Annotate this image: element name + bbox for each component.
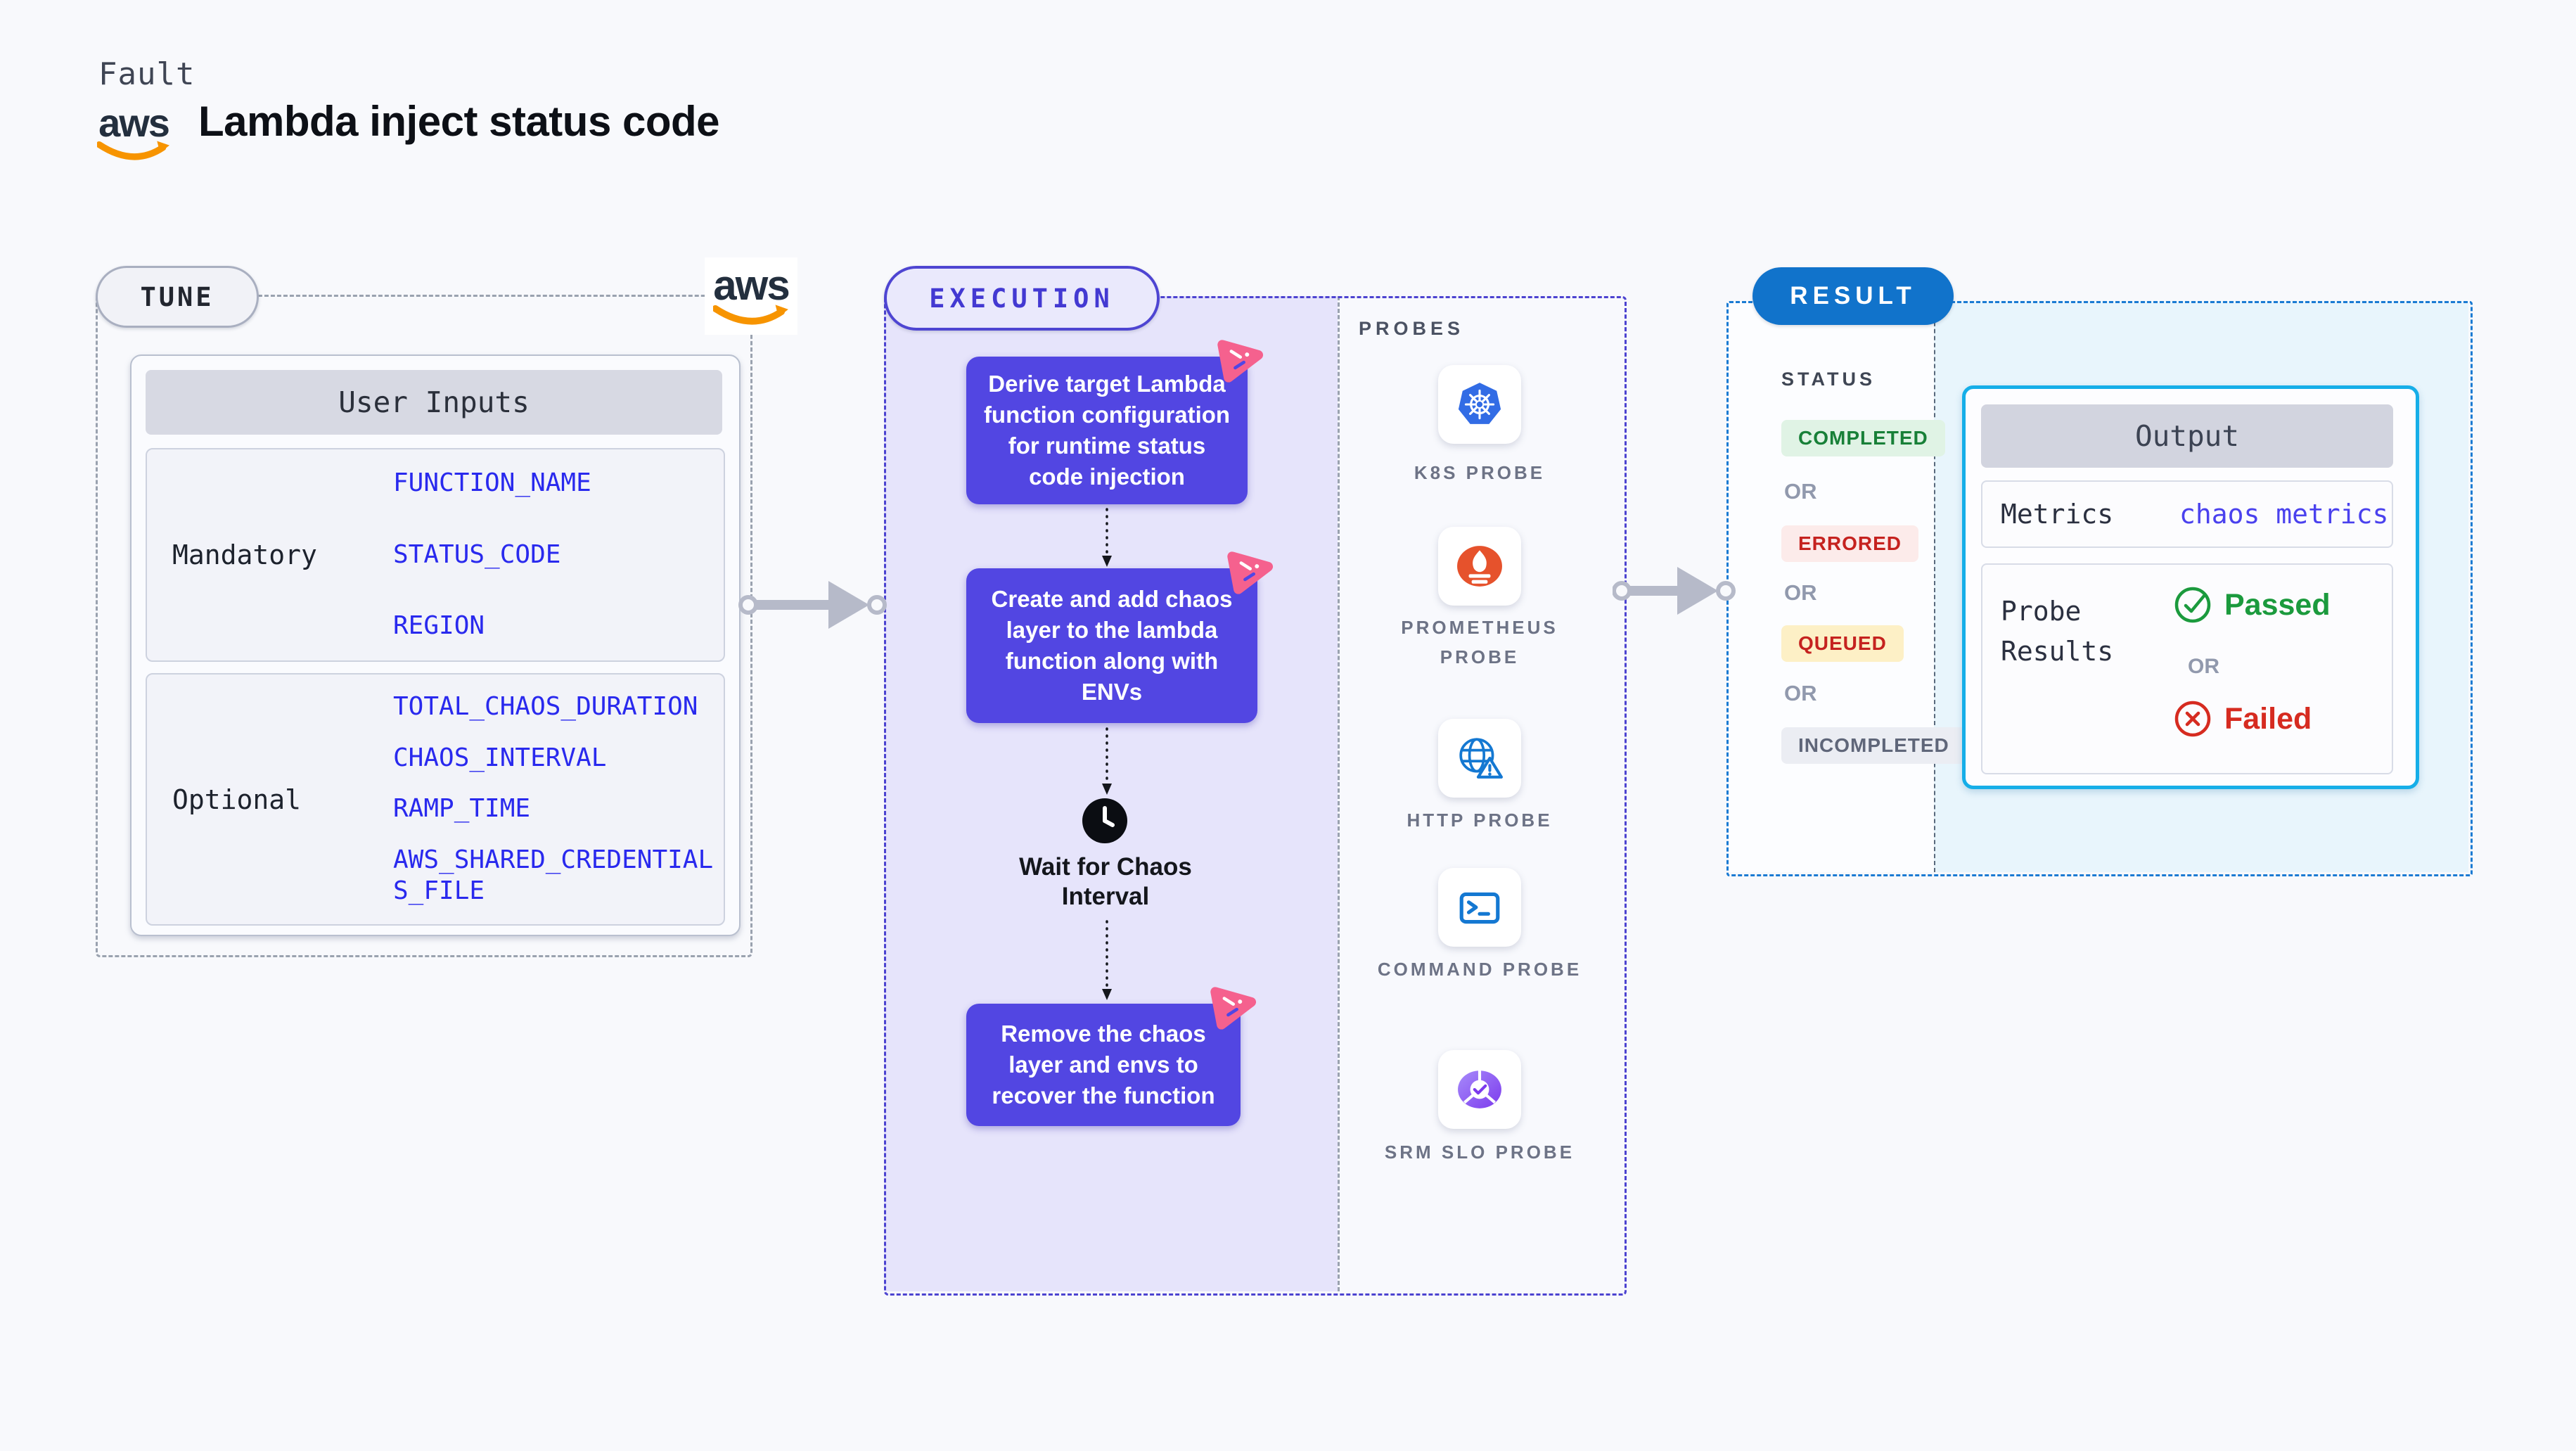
field-total-chaos-duration: TOTAL_CHAOS_DURATION (393, 691, 698, 721)
mandatory-fields: FUNCTION_NAME STATUS_CODE REGION (393, 449, 724, 660)
or-label: OR (2188, 655, 2219, 678)
failed-label: Failed (2224, 701, 2312, 736)
probe-results-label: Probe Results (2001, 596, 2114, 667)
tune-aws-logo: aws (705, 257, 797, 335)
wait-for-chaos-interval-label: Wait for Chaos Interval (1019, 853, 1192, 910)
status-title: STATUS (1781, 369, 1876, 390)
check-circle-icon (2174, 587, 2211, 623)
or-label: OR (1784, 681, 1817, 705)
step-label: Remove the chaos layer and envs to recov… (992, 1021, 1215, 1108)
aws-logo-text: aws (713, 261, 790, 309)
mandatory-label: Mandatory (172, 539, 317, 570)
fault-kicker: Fault (98, 56, 196, 92)
probes-title: PROBES (1359, 318, 1465, 339)
user-inputs-title: User Inputs (146, 370, 722, 435)
user-inputs-card: User Inputs Mandatory FUNCTION_NAME STAT… (130, 354, 741, 936)
srm-slo-probe-card (1438, 1050, 1521, 1129)
command-probe-label: COMMAND PROBE (1377, 959, 1582, 980)
k8s-probe-card (1438, 365, 1521, 444)
tune-to-execution-arrow-icon (738, 581, 887, 629)
status-badge-completed: COMPLETED (1781, 420, 1945, 456)
output-card: Output Metrics chaos metrics Probe Resul… (1962, 385, 2419, 789)
metrics-row: Metrics chaos metrics (1981, 480, 2393, 548)
status-panel (1726, 301, 1934, 872)
page-title: Lambda inject status code (198, 98, 720, 145)
output-title: Output (1981, 404, 2393, 468)
x-circle-icon (2174, 701, 2211, 737)
litmus-logo-icon (1210, 987, 1257, 1030)
or-label: OR (1784, 479, 1817, 504)
tune-badge: TUNE (96, 266, 259, 328)
prometheus-icon (1457, 546, 1502, 587)
k8s-probe-label: K8S PROBE (1414, 462, 1546, 483)
clock-icon (1082, 798, 1127, 843)
step-remove-chaos-layer: Remove the chaos layer and envs to recov… (966, 987, 1257, 1126)
k8s-icon (1458, 383, 1501, 424)
step-create-chaos-layer: Create and add chaos layer to the lambda… (966, 551, 1274, 723)
command-icon (1459, 892, 1500, 924)
command-probe-card (1438, 868, 1521, 947)
chaos-metrics-link[interactable]: chaos metrics (2179, 499, 2389, 530)
prometheus-probe-card (1438, 527, 1521, 606)
optional-row: Optional TOTAL_CHAOS_DURATION CHAOS_INTE… (146, 673, 725, 926)
execution-to-result-arrow-icon (1613, 567, 1736, 615)
field-ramp-time: RAMP_TIME (393, 794, 531, 824)
aws-smile-icon (713, 304, 788, 325)
execution-badge: EXECUTION (884, 266, 1160, 331)
status-badge-incompleted: INCOMPLETED (1781, 727, 1966, 764)
or-label: OR (1784, 580, 1817, 605)
passed-result: Passed (2174, 586, 2331, 624)
http-probe-label: HTTP PROBE (1406, 810, 1553, 831)
passed-label: Passed (2224, 587, 2331, 622)
optional-fields: TOTAL_CHAOS_DURATION CHAOS_INTERVAL RAMP… (393, 675, 724, 924)
litmus-logo-icon (1227, 551, 1274, 594)
mandatory-row: Mandatory FUNCTION_NAME STATUS_CODE REGI… (146, 448, 725, 662)
step-label: Derive target Lambda function configurat… (983, 371, 1231, 490)
aws-logo: aws (97, 101, 170, 162)
metrics-label: Metrics (2001, 499, 2114, 530)
aws-logo-text: aws (98, 101, 170, 145)
field-chaos-interval: CHAOS_INTERVAL (393, 743, 607, 772)
down-arrow-icon (1102, 727, 1112, 795)
step-label: Create and add chaos layer to the lambda… (991, 586, 1233, 705)
optional-label: Optional (172, 784, 302, 815)
http-probe-card (1438, 719, 1521, 798)
http-icon (1459, 738, 1503, 779)
probe-results-row: Probe Results Passed OR Failed (1981, 563, 2393, 774)
field-function-name: FUNCTION_NAME (393, 468, 591, 498)
tune-section (96, 295, 752, 957)
down-arrow-icon (1102, 920, 1112, 1000)
step-derive-config: Derive target Lambda function configurat… (966, 340, 1264, 504)
srm-slo-probe-label: SRM SLO PROBE (1384, 1142, 1575, 1163)
aws-smile-icon (97, 141, 169, 160)
litmus-logo-icon (1217, 340, 1264, 383)
failed-result: Failed (2174, 700, 2312, 738)
result-badge: RESULT (1752, 267, 1954, 325)
status-badge-errored: ERRORED (1781, 525, 1919, 562)
field-aws-shared-credentials-file: AWS_SHARED_CREDENTIALS_FILE (393, 845, 714, 906)
field-status-code: STATUS_CODE (393, 539, 561, 569)
field-region: REGION (393, 611, 485, 641)
down-arrow-icon (1102, 508, 1112, 567)
status-badge-queued: QUEUED (1781, 625, 1904, 662)
prometheus-probe-label: PROMETHEUS PROBE (1401, 617, 1558, 667)
srm-slo-icon (1458, 1070, 1501, 1108)
